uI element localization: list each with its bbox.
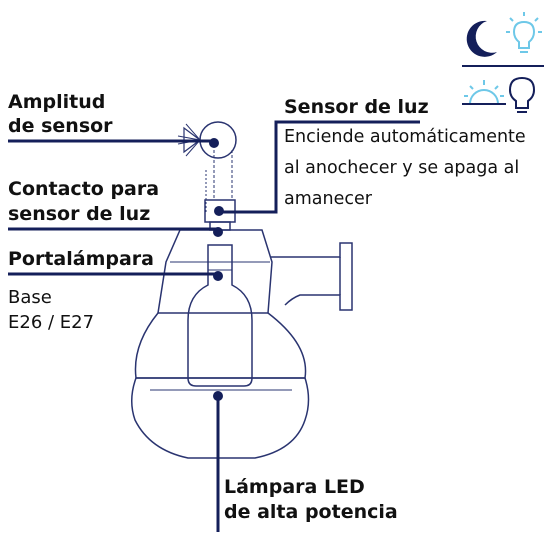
bulb-off-icon bbox=[508, 76, 536, 113]
pointer-dot-amplitud bbox=[209, 138, 219, 148]
led-bulb bbox=[187, 244, 253, 387]
pointer-dot-contacto bbox=[213, 227, 223, 237]
label-contacto-line1: Contacto para bbox=[8, 178, 160, 200]
label-portalampara: Portalámpara bbox=[8, 248, 154, 270]
pointer-dot-portalampara bbox=[213, 271, 223, 281]
pointer-dot-lampara bbox=[213, 391, 223, 401]
lit-bulb-icon bbox=[506, 12, 542, 53]
label-sensor-desc-line2: al anochecer y se apaga al bbox=[284, 158, 520, 178]
label-base-line2: E26 / E27 bbox=[8, 312, 95, 333]
label-base-line1: Base bbox=[8, 287, 52, 308]
label-sensor-title: Sensor de luz bbox=[284, 96, 429, 118]
label-lampara-line2: de alta potencia bbox=[224, 501, 398, 523]
sunrise-icon bbox=[462, 80, 506, 105]
leader-lines bbox=[8, 120, 420, 532]
day-night-icons bbox=[462, 12, 544, 113]
label-sensor-desc-line1: Enciende automáticamente bbox=[284, 127, 526, 147]
label-amplitud-line1: Amplitud bbox=[8, 91, 106, 113]
lamp-illustration bbox=[131, 121, 353, 459]
glass-dome bbox=[134, 312, 307, 379]
label-amplitud-line2: de sensor bbox=[8, 115, 113, 137]
label-sensor-desc-line3: amanecer bbox=[284, 189, 372, 209]
lamp-hood bbox=[157, 229, 273, 314]
pointer-dot-sensor bbox=[214, 206, 224, 216]
label-contacto-line2: sensor de luz bbox=[8, 203, 151, 225]
wall-mount-arm bbox=[270, 242, 353, 311]
label-lampara-line1: Lámpara LED bbox=[224, 476, 365, 498]
moon-icon bbox=[466, 20, 497, 57]
